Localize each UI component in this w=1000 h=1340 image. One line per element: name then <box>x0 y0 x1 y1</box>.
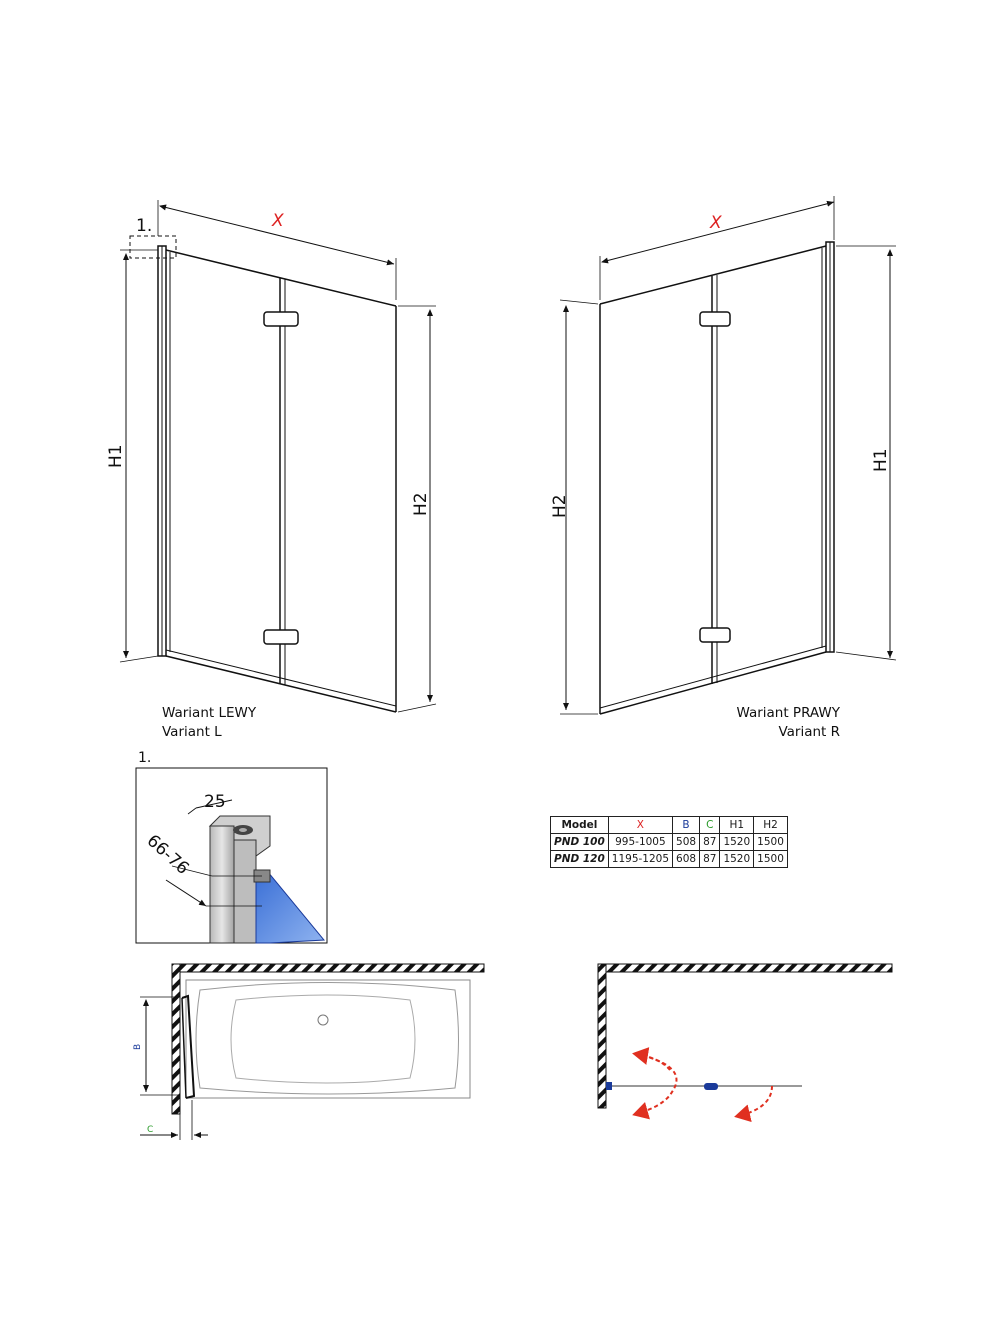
spec-cell: PND 100 <box>550 833 609 851</box>
spec-header-h1: H1 <box>719 816 755 834</box>
spec-header-row: Model X B C H1 H2 <box>550 816 788 834</box>
drain-icon <box>317 1014 329 1026</box>
variant-right-title: Wariant PRAWY <box>736 705 840 721</box>
spec-cell: 1195-1205 <box>607 850 674 868</box>
spec-header-b: B <box>672 816 701 834</box>
hinge-icon <box>704 1083 718 1090</box>
spec-header-model: Model <box>550 816 609 834</box>
dim-h2-left-label: H2 <box>411 492 431 516</box>
detail-box <box>135 767 328 944</box>
hinge-bottom <box>263 629 299 645</box>
spec-header-x: X <box>607 816 674 834</box>
detail-title: 1. <box>138 750 152 766</box>
dim-x-left-label: X <box>271 211 284 231</box>
spec-cell: 87 <box>699 833 721 851</box>
spec-cell: 995-1005 <box>607 833 674 851</box>
plan-right <box>597 963 893 1123</box>
spec-cell: 1520 <box>719 833 755 851</box>
dim-h1-right-label: H1 <box>871 448 891 472</box>
detail-dim-top: 25 <box>204 792 226 812</box>
variant-right-caption: Wariant PRAWY Variant R <box>700 704 840 742</box>
spec-header-c: C <box>699 816 721 834</box>
dim-h2-right-label: H2 <box>550 494 570 518</box>
variant-left-subtitle: Variant L <box>162 724 222 740</box>
dim-h1-left-label: H1 <box>106 444 126 468</box>
spec-cell: 508 <box>672 833 701 851</box>
spec-cell: 1500 <box>753 850 788 868</box>
variant-left-caption: Wariant LEWY Variant L <box>162 704 256 742</box>
dim-x-right-label: X <box>709 213 722 233</box>
plan-b-label: B <box>133 1044 143 1050</box>
table-row: PND 100 995-1005 508 87 1520 1500 <box>550 833 788 851</box>
spec-header-h2: H2 <box>753 816 788 834</box>
plan-left <box>140 963 485 1140</box>
wall-mount-icon <box>606 1082 612 1090</box>
spec-cell: PND 120 <box>550 850 609 868</box>
hinge-bottom-right <box>699 627 731 643</box>
variant-left-title: Wariant LEWY <box>162 705 257 721</box>
spec-table: Model X B C H1 H2 PND 100 995-1005 508 8… <box>550 816 788 868</box>
spec-cell: 1520 <box>719 850 755 868</box>
detail-ref-label: 1. <box>136 216 152 236</box>
right-elevation <box>559 196 897 715</box>
variant-right-subtitle: Variant R <box>778 724 840 740</box>
plan-c-label: C <box>147 1125 153 1135</box>
hinge-top-right <box>699 311 731 327</box>
spec-cell: 608 <box>672 850 701 868</box>
hinge-top <box>263 311 299 327</box>
left-elevation <box>119 200 437 713</box>
spec-cell: 87 <box>699 850 721 868</box>
table-row: PND 120 1195-1205 608 87 1520 1500 <box>550 850 788 868</box>
spec-cell: 1500 <box>753 833 788 851</box>
